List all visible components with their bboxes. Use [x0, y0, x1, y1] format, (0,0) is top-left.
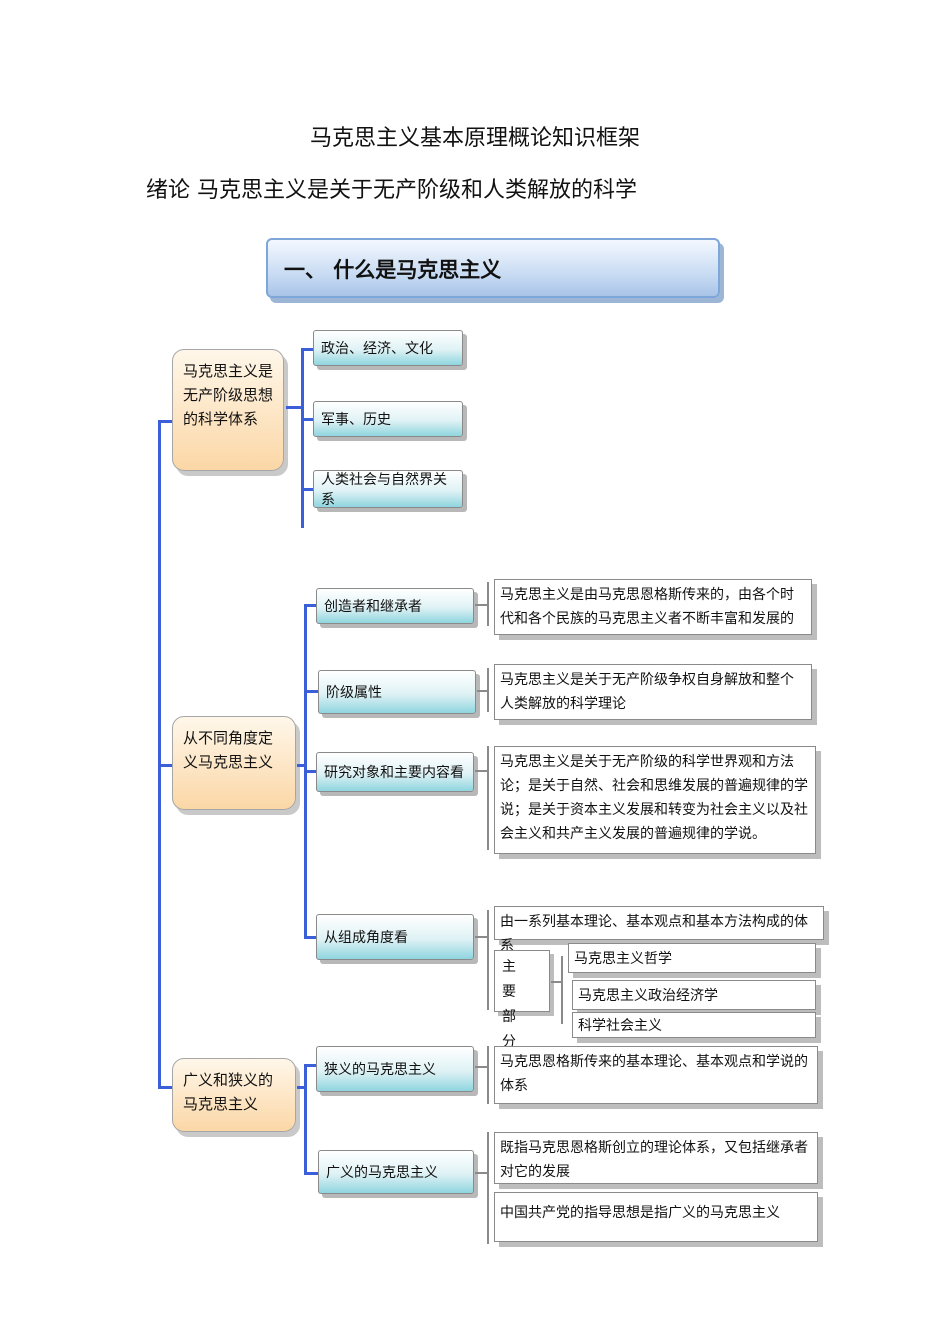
section-banner: 一、 什么是马克思主义 [266, 238, 720, 298]
child-node-research-object: 研究对象和主要内容看 [316, 752, 474, 792]
connector [304, 936, 316, 939]
part-box: 科学社会主义 [572, 1012, 816, 1038]
root-node-label: 广义和狭义的马克思主义 [183, 1071, 274, 1113]
child-node-label: 军事、历史 [321, 412, 391, 428]
connector [475, 936, 487, 938]
root-node-label: 从不同角度定义马克思主义 [183, 729, 274, 771]
connector [158, 764, 172, 767]
child-node: 人类社会与自然界关系 [313, 470, 463, 508]
banner-label: 一、 什么是马克思主义 [284, 257, 502, 282]
connector [304, 690, 318, 693]
connector [475, 1172, 487, 1174]
child-node: 政治、经济、文化 [313, 330, 463, 366]
detail-box: 由一系列基本理论、基本观点和基本方法构成的体系 [494, 906, 824, 954]
connector [297, 764, 305, 767]
connector [297, 1086, 305, 1089]
main-parts-node: 主 要 部 分 [494, 950, 550, 1050]
connector [304, 1172, 318, 1175]
bracket [487, 746, 489, 850]
detail-box: 中国共产党的指导思想是指广义的马克思主义 [494, 1192, 818, 1242]
bracket [487, 910, 489, 1010]
part-label: 马克思主义政治经济学 [578, 988, 718, 1004]
connector [551, 981, 561, 983]
detail-box: 既指马克思恩格斯创立的理论体系，又包括继承者对它的发展 [494, 1132, 818, 1184]
connector [304, 770, 316, 773]
main-parts-label: 主 要 部 分 [502, 959, 522, 1050]
child-node-broad: 广义的马克思主义 [318, 1150, 474, 1194]
connector [475, 1066, 487, 1068]
detail-text: 马克思主义是关于无产阶级的科学世界观和方法论；是关于自然、社会和思维发展的普遍规… [500, 754, 808, 842]
part-box: 马克思主义政治经济学 [572, 980, 816, 1010]
child-node-class-attribute: 阶级属性 [318, 670, 476, 714]
branch-spine [304, 1064, 307, 1174]
connector [286, 406, 302, 409]
root-node-scientific-system: 马克思主义是无产阶级思想的科学体系 [172, 349, 284, 471]
child-node-composition: 从组成角度看 [316, 914, 474, 960]
branch-spine [301, 348, 304, 528]
connector [301, 348, 313, 351]
detail-text: 既指马克思恩格斯创立的理论体系，又包括继承者对它的发展 [500, 1140, 808, 1180]
detail-box: 马克思主义是关于无产阶级争权自身解放和整个人类解放的科学理论 [494, 664, 812, 720]
detail-text: 马克思主义是由马克思恩格斯传来的，由各个时代和各个民族的马克思主义者不断丰富和发… [500, 587, 794, 627]
detail-box: 马克思主义是关于无产阶级的科学世界观和方法论；是关于自然、社会和思维发展的普遍规… [494, 746, 816, 854]
chapter-title: 绪论 马克思主义是关于无产阶级和人类解放的科学 [146, 178, 637, 203]
root-node-label: 马克思主义是无产阶级思想的科学体系 [183, 362, 274, 428]
connector [475, 770, 487, 772]
detail-text: 马克思主义是关于无产阶级争权自身解放和整个人类解放的科学理论 [500, 672, 794, 712]
part-label: 马克思主义哲学 [574, 951, 672, 967]
bracket [487, 582, 489, 626]
document-title: 马克思主义基本原理概论知识框架 [309, 126, 640, 151]
connector [158, 1086, 172, 1089]
connector [475, 604, 487, 606]
root-node-definitions: 从不同角度定义马克思主义 [172, 716, 296, 810]
child-node-label: 阶级属性 [326, 685, 382, 701]
bracket [487, 1046, 489, 1104]
detail-text: 马克思恩格斯传来的基本理论、基本观点和学说的体系 [500, 1054, 808, 1094]
child-node-creators: 创造者和继承者 [316, 588, 474, 624]
child-node: 军事、历史 [313, 401, 463, 437]
bracket [561, 956, 563, 1024]
child-node-label: 政治、经济、文化 [321, 341, 433, 357]
connector [158, 420, 172, 423]
connector [304, 1064, 316, 1067]
child-node-label: 广义的马克思主义 [326, 1165, 438, 1181]
detail-box: 马克思恩格斯传来的基本理论、基本观点和学说的体系 [494, 1046, 818, 1104]
root-node-broad-narrow: 广义和狭义的马克思主义 [172, 1058, 296, 1132]
detail-text: 中国共产党的指导思想是指广义的马克思主义 [500, 1205, 780, 1221]
main-spine [158, 420, 161, 1088]
child-node-label: 从组成角度看 [324, 930, 408, 946]
connector [304, 604, 316, 607]
connector [301, 488, 313, 491]
bracket [487, 668, 489, 712]
child-node-label: 创造者和继承者 [324, 599, 422, 615]
child-node-label: 研究对象和主要内容看 [324, 765, 464, 781]
child-node-label: 狭义的马克思主义 [324, 1062, 436, 1078]
part-box: 马克思主义哲学 [568, 943, 816, 973]
part-label: 科学社会主义 [578, 1018, 662, 1034]
child-node-label: 人类社会与自然界关系 [321, 472, 447, 508]
connector [477, 690, 487, 692]
connector [301, 418, 313, 421]
detail-box: 马克思主义是由马克思恩格斯传来的，由各个时代和各个民族的马克思主义者不断丰富和发… [494, 579, 812, 635]
bracket [487, 1132, 489, 1244]
child-node-narrow: 狭义的马克思主义 [316, 1046, 474, 1092]
